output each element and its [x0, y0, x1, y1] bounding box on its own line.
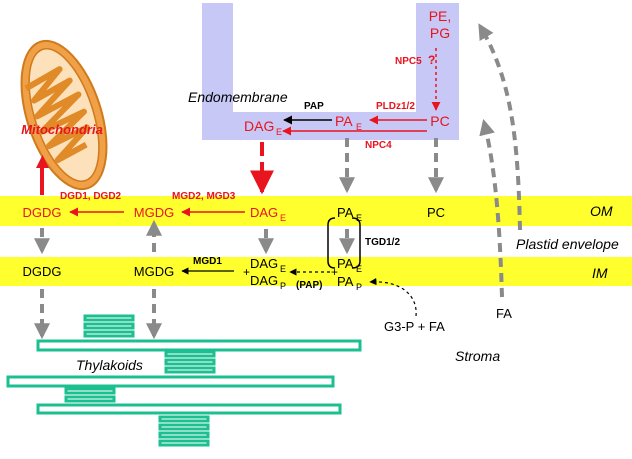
svg-text:PA: PA [337, 205, 354, 220]
svg-text:PA: PA [335, 113, 353, 129]
fa-label: FA [496, 306, 512, 321]
mitochondria-export-arrowhead [36, 155, 49, 168]
pa-e-im-label: PA E [337, 256, 362, 274]
plus-im-1: + [243, 265, 250, 279]
dag-e-im-label: DAG E [250, 256, 286, 274]
npc5-label: NPC5 [395, 56, 422, 67]
g3p-fa-label: G3-P + FA [384, 319, 445, 334]
mgdg-im-label: MGDG [134, 264, 174, 279]
endomembrane-compartment [202, 3, 459, 140]
mitochondria-label: Mitochondria [21, 122, 103, 137]
npc5-question: ? [428, 53, 435, 67]
pa-e-endo-label: PA E [335, 113, 362, 132]
outer-membrane-band [0, 196, 632, 226]
mgd1-label: MGD1 [193, 256, 222, 267]
pap-im-label: (PAP) [296, 280, 322, 291]
dgdg-im-label: DGDG [23, 264, 62, 279]
plus-im-2: + [331, 265, 338, 279]
pg-label: PG [430, 25, 450, 41]
svg-text:E: E [356, 264, 362, 274]
svg-text:PA: PA [337, 256, 354, 271]
mgdg-om-label: MGDG [134, 205, 174, 220]
pap-label: PAP [304, 101, 324, 112]
npc4-label: NPC4 [365, 140, 392, 151]
pa-p-im-label: PA P [337, 274, 362, 292]
mitochondrion [20, 39, 108, 191]
pe-label: PE, [429, 8, 452, 24]
dag-p-im-label: DAG P [250, 273, 286, 291]
dgd-label: DGD1, DGD2 [60, 191, 122, 202]
tgd-label: TGD1/2 [365, 237, 400, 248]
g3p-acylation-arrow [369, 277, 417, 317]
thylakoids-label: Thylakoids [76, 357, 143, 373]
dag-e-endo-label: DAG E [244, 118, 282, 137]
svg-text:E: E [356, 213, 362, 223]
svg-text:P: P [356, 282, 362, 292]
stroma-label: Stroma [455, 348, 500, 364]
dag-e-om-label: DAG E [250, 205, 286, 223]
endomembrane-label: Endomembrane [188, 89, 288, 105]
gray-transport-arrows [34, 23, 522, 340]
svg-text:DAG: DAG [244, 118, 274, 134]
svg-text:E: E [356, 122, 362, 132]
tgd-bracket-right [351, 217, 361, 269]
pc-endo-label: PC [430, 113, 449, 129]
svg-text:P: P [280, 281, 286, 291]
svg-text:DAG: DAG [250, 273, 278, 288]
svg-text:E: E [276, 127, 282, 137]
svg-text:E: E [280, 264, 286, 274]
tgd-bracket [327, 217, 336, 269]
pc-om-label: PC [427, 205, 445, 220]
svg-text:PA: PA [337, 274, 354, 289]
svg-text:DAG: DAG [250, 205, 278, 220]
pldz-label: PLDz1/2 [376, 101, 415, 112]
plastid-envelope-label: Plastid envelope [516, 236, 619, 252]
im-label: IM [592, 265, 608, 281]
dgdg-om-label: DGDG [23, 205, 62, 220]
om-label: OM [590, 203, 613, 219]
pa-e-om-label: PA E [337, 205, 362, 223]
mgd23-label: MGD2, MGD3 [172, 191, 236, 202]
svg-text:E: E [280, 213, 286, 223]
svg-text:DAG: DAG [250, 256, 278, 271]
thylakoid-stacks [6, 314, 362, 447]
